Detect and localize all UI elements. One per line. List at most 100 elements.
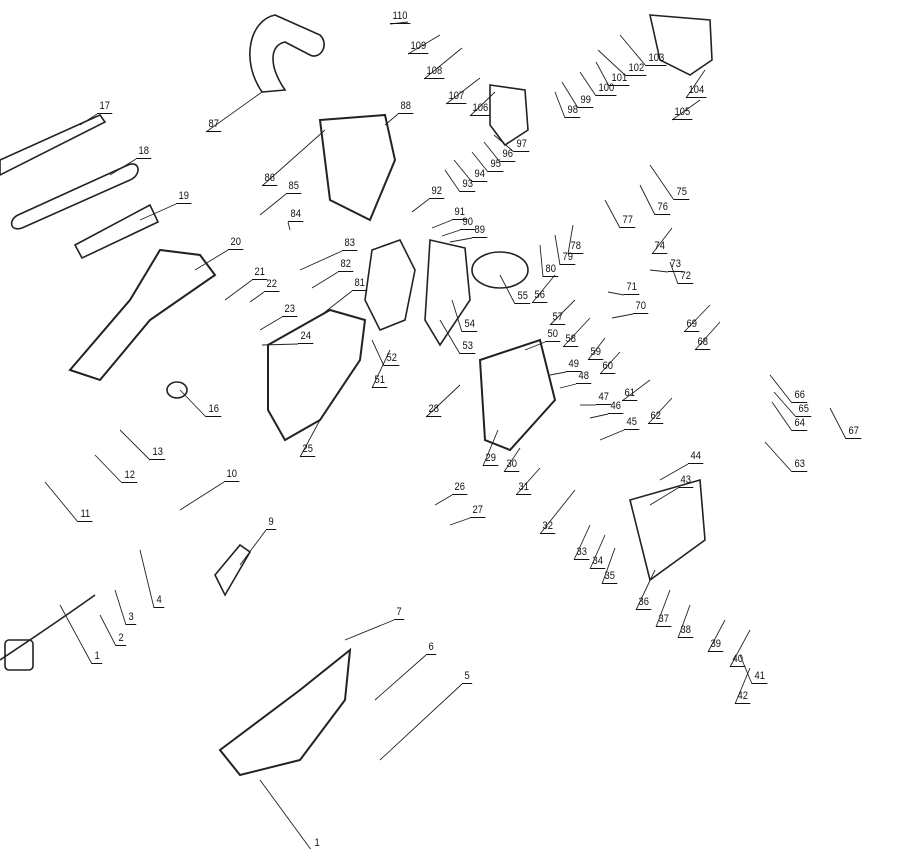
- leader-line-45: [599, 429, 625, 441]
- part-label-36: 36: [636, 596, 652, 610]
- leader-line-101: [595, 61, 610, 87]
- leader-line-56: [531, 274, 556, 304]
- leader-line-81: [324, 290, 353, 313]
- part-label-63: 63: [792, 458, 808, 472]
- part-label-102: 102: [626, 62, 647, 76]
- part-label-60: 60: [600, 360, 616, 374]
- leader-line-24: [261, 343, 299, 346]
- part-label-54: 54: [462, 318, 478, 332]
- leader-line-103: [619, 34, 647, 67]
- part-label-106: 106: [470, 102, 491, 116]
- part-label-16: 16: [206, 403, 222, 417]
- part-label-83: 83: [342, 237, 358, 251]
- leader-line-66: [769, 374, 793, 404]
- part-label-11: 11: [78, 508, 93, 522]
- part-label-58: 58: [563, 333, 579, 347]
- leader-line-83: [299, 250, 343, 271]
- part-label-38: 38: [678, 624, 694, 638]
- leader-line-51: [371, 349, 391, 389]
- leader-line-36: [635, 569, 656, 611]
- leader-line-30: [503, 447, 521, 473]
- leader-line-89: [449, 237, 473, 243]
- leader-line-11: [44, 481, 79, 523]
- leader-line-77: [604, 199, 621, 229]
- part-label-79: 79: [560, 251, 576, 265]
- mains-plug: [4, 639, 34, 671]
- oil-tank: [489, 84, 529, 147]
- part-label-50: 50: [545, 328, 561, 342]
- part-label-3: 3: [126, 611, 137, 625]
- part-label-24: 24: [298, 330, 314, 344]
- leader-line-43: [649, 487, 679, 506]
- part-label-47: 47: [596, 391, 612, 405]
- part-label-61: 61: [622, 387, 638, 401]
- part-label-107: 107: [446, 90, 467, 104]
- part-label-28: 28: [426, 403, 442, 417]
- part-label-33: 33: [574, 546, 590, 560]
- leader-line-54: [451, 299, 463, 333]
- part-label-68: 68: [695, 336, 711, 350]
- leader-line-48: [559, 383, 577, 389]
- leader-line-74: [651, 227, 673, 255]
- leader-line-91: [431, 219, 453, 229]
- leader-line-100: [579, 71, 597, 97]
- leader-line-28: [425, 384, 461, 418]
- part-label-103: 103: [646, 52, 667, 66]
- leader-line-72: [669, 261, 679, 285]
- leader-line-6: [374, 654, 427, 701]
- leader-line-86: [261, 129, 326, 187]
- part-label-21: 21: [252, 266, 268, 280]
- part-label-73: 73: [668, 258, 684, 272]
- leader-line-75: [649, 164, 675, 201]
- leader-line-33: [573, 524, 591, 561]
- part-label-29: 29: [483, 452, 499, 466]
- seal-ring: [166, 381, 188, 399]
- leader-line-99: [561, 81, 579, 109]
- part-label-1: 1: [312, 837, 322, 849]
- stator: [364, 239, 416, 332]
- saw-chain: [10, 163, 139, 230]
- leader-line-7: [344, 619, 395, 641]
- leader-line-49: [549, 371, 567, 376]
- leader-line-46: [589, 413, 609, 419]
- leader-line-53: [439, 319, 461, 355]
- rear-housing: [318, 113, 397, 222]
- part-label-110: 110: [390, 10, 411, 24]
- part-label-104: 104: [686, 84, 707, 98]
- part-label-80: 80: [543, 263, 559, 277]
- leader-line-61: [621, 379, 651, 402]
- part-label-53: 53: [460, 340, 476, 354]
- leader-line-3: [114, 589, 127, 626]
- leader-line-37: [655, 589, 671, 628]
- part-label-108: 108: [424, 65, 445, 79]
- part-label-45: 45: [624, 416, 640, 430]
- part-label-109: 109: [408, 40, 429, 54]
- part-label-94: 94: [472, 168, 488, 182]
- part-label-4: 4: [154, 594, 165, 608]
- part-label-77: 77: [620, 214, 636, 228]
- part-label-30: 30: [504, 458, 520, 472]
- part-label-35: 35: [602, 570, 618, 584]
- part-label-91: 91: [452, 206, 468, 220]
- part-label-6: 6: [426, 641, 437, 655]
- part-label-64: 64: [792, 417, 808, 431]
- leader-line-31: [515, 467, 541, 496]
- leader-line-70: [611, 313, 634, 319]
- part-label-20: 20: [228, 236, 244, 250]
- part-label-81: 81: [352, 277, 368, 291]
- part-label-39: 39: [708, 638, 724, 652]
- part-label-92: 92: [429, 185, 445, 199]
- leader-line-104: [685, 69, 706, 99]
- leader-line-67: [829, 407, 847, 440]
- leader-line-105: [671, 99, 701, 121]
- part-label-82: 82: [338, 258, 354, 272]
- leader-line-17: [79, 113, 98, 126]
- leader-line-93: [444, 169, 461, 193]
- leader-line-20: [194, 249, 229, 271]
- part-label-32: 32: [540, 520, 556, 534]
- leader-line-71: [607, 291, 625, 296]
- leader-line-107: [445, 77, 481, 105]
- leader-line-42: [734, 667, 751, 705]
- part-label-62: 62: [648, 410, 664, 424]
